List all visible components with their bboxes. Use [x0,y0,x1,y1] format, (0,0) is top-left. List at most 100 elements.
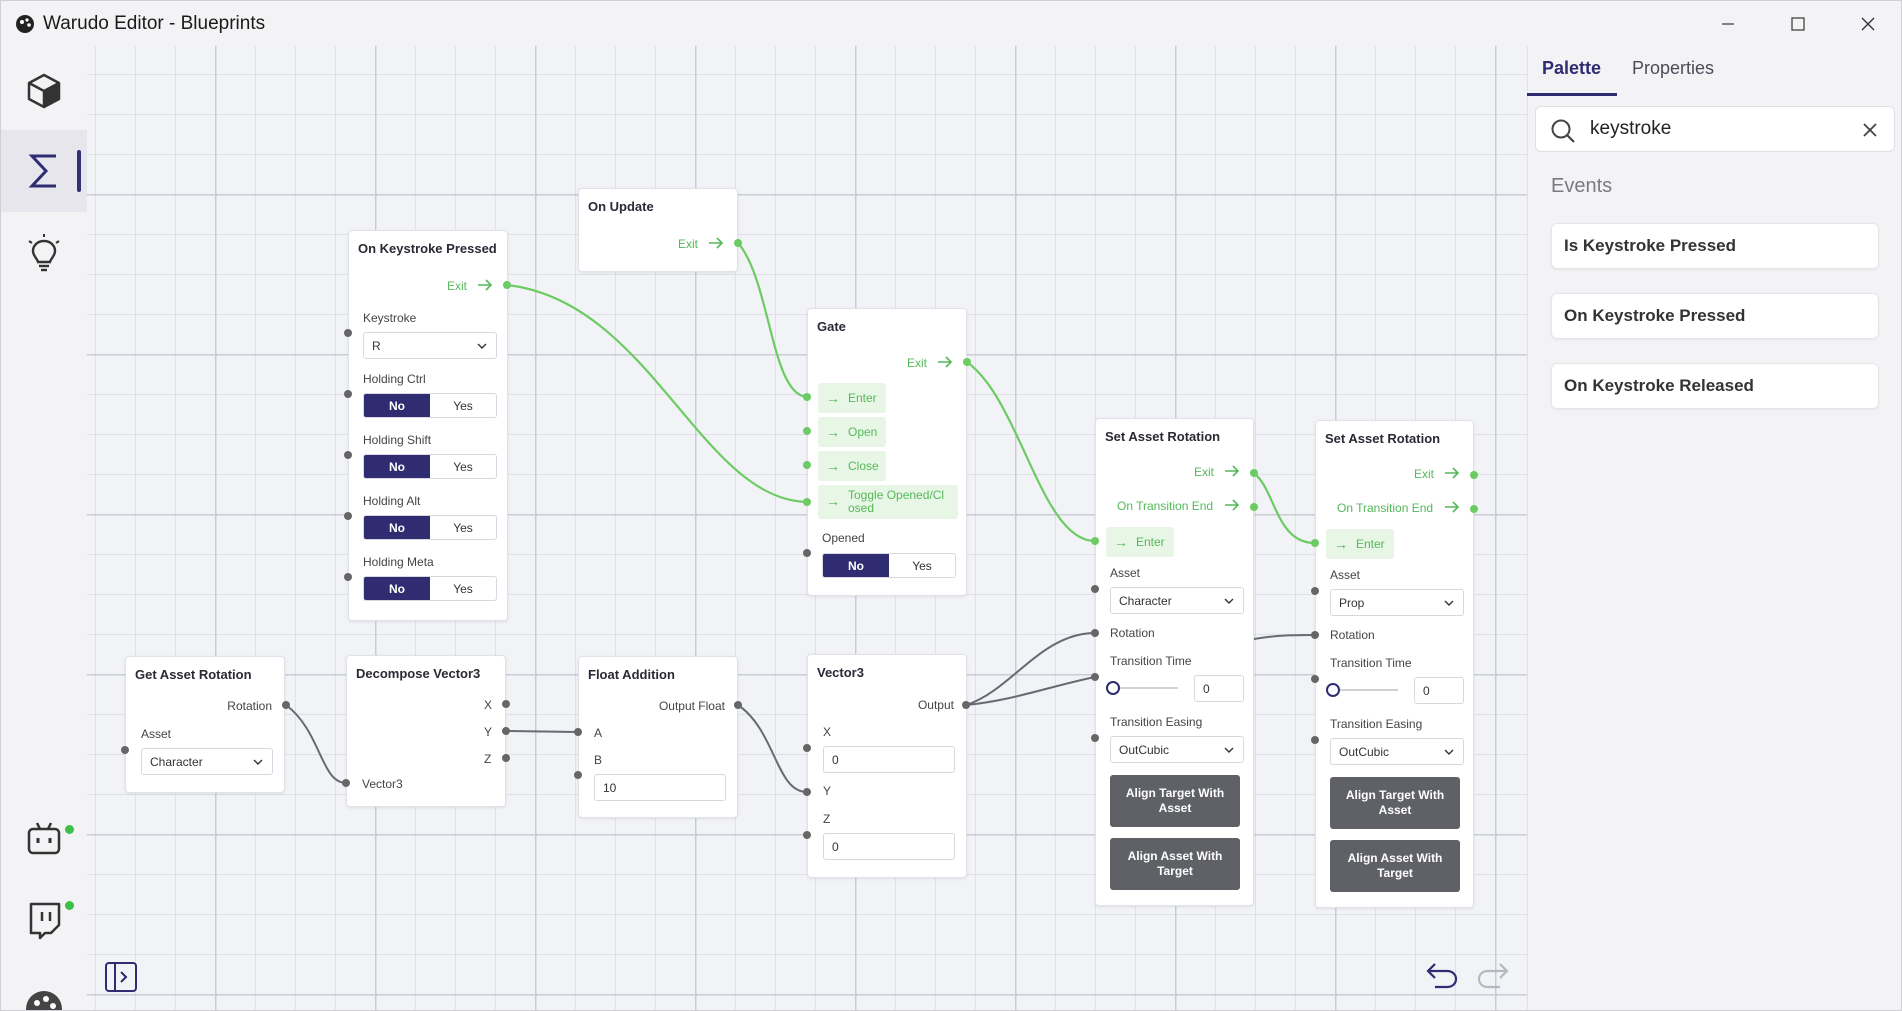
x-input-port[interactable] [803,744,811,752]
transition-time-port[interactable] [1091,673,1099,681]
toggle-flow[interactable]: →Toggle Opened/Cl osed [818,485,958,519]
asset-select[interactable]: Character [141,748,273,775]
transition-time-input[interactable]: 0 [1414,677,1464,704]
open-port[interactable] [803,427,811,435]
vector3-input-port[interactable] [342,779,350,787]
holding-alt-toggle[interactable]: No Yes [363,515,497,540]
node-on-keystroke-pressed[interactable]: On Keystroke Pressed Exit Keystroke R Ho… [348,230,508,621]
x-output-port[interactable] [502,700,510,708]
b-input-port[interactable] [574,771,582,779]
toggle-yes[interactable]: Yes [453,581,473,596]
slider-knob[interactable] [1106,681,1120,695]
transition-end-port[interactable] [1470,505,1478,513]
undo-button[interactable] [1425,960,1459,990]
opened-port[interactable] [803,549,811,557]
palette-item-on-keystroke-pressed[interactable]: On Keystroke Pressed [1551,293,1879,339]
easing-select[interactable]: OutCubic [1110,736,1244,763]
transition-time-slider[interactable] [1326,683,1402,697]
align-target-with-asset-button[interactable]: Align Target With Asset [1330,777,1460,829]
asset-select[interactable]: Prop [1330,589,1464,616]
b-value-input[interactable]: 10 [594,774,726,801]
holding-shift-toggle[interactable]: No Yes [363,454,497,479]
alt-port[interactable] [344,512,352,520]
rotation-port[interactable] [1311,631,1319,639]
asset-port[interactable] [121,746,129,754]
asset-select[interactable]: Character [1110,587,1244,614]
toggle-yes[interactable]: Yes [453,459,473,474]
node-set-asset-rotation[interactable]: Set Asset Rotation Exit On Transition En… [1095,418,1254,906]
asset-port[interactable] [1311,587,1319,595]
node-vector3[interactable]: Vector3 Output X 0 Y Z 0 [807,654,967,878]
easing-port[interactable] [1091,734,1099,742]
tab-properties[interactable]: Properties [1632,58,1715,78]
toggle-no[interactable]: No [823,554,889,577]
minimize-button[interactable] [1693,1,1763,46]
rotation-port[interactable] [1091,629,1099,637]
y-output-port[interactable] [502,727,510,735]
node-on-update[interactable]: On Update Exit [578,188,738,272]
keystroke-port[interactable] [344,329,352,337]
sidebar-item-bot[interactable] [1,798,87,880]
toggle-no[interactable]: No [364,455,430,478]
exit-port[interactable] [1250,469,1258,477]
enter-flow[interactable]: →Enter [818,383,886,413]
transition-time-port[interactable] [1311,675,1319,683]
slider-knob[interactable] [1326,683,1340,697]
tab-palette[interactable]: Palette [1542,58,1602,78]
output-port[interactable] [962,701,970,709]
sidebar-item-blueprints[interactable] [1,130,87,212]
toggle-no[interactable]: No [364,516,430,539]
rotation-output-port[interactable] [282,701,290,709]
z-input-port[interactable] [803,831,811,839]
keystroke-select[interactable]: R [363,332,497,359]
meta-port[interactable] [344,573,352,581]
exit-port[interactable] [1470,471,1478,479]
enter-port[interactable] [1091,537,1099,545]
enter-flow[interactable]: →Enter [1326,529,1394,559]
toggle-yes[interactable]: Yes [912,558,932,573]
z-output-port[interactable] [502,754,510,762]
node-gate[interactable]: Gate Exit →Enter →Open →Close →Toggle Op… [807,308,967,596]
easing-select[interactable]: OutCubic [1330,738,1464,765]
shift-port[interactable] [344,451,352,459]
easing-port[interactable] [1311,736,1319,744]
palette-item-is-keystroke-pressed[interactable]: Is Keystroke Pressed [1551,223,1879,269]
close-flow[interactable]: →Close [818,451,886,481]
toggle-no[interactable]: No [364,394,430,417]
palette-search-box[interactable]: keystroke [1535,106,1895,152]
node-set-asset-rotation[interactable]: Set Asset Rotation Exit On Transition En… [1315,420,1474,908]
node-decompose-vector3[interactable]: Decompose Vector3 X Y Z Vector3 [346,655,506,807]
y-input-port[interactable] [803,788,811,796]
palette-item-on-keystroke-released[interactable]: On Keystroke Released [1551,363,1879,409]
toggle-yes[interactable]: Yes [453,398,473,413]
exit-port[interactable] [734,239,742,247]
toggle-no[interactable]: No [364,577,430,600]
holding-meta-toggle[interactable]: No Yes [363,576,497,601]
output-float-port[interactable] [734,701,742,709]
align-asset-with-target-button[interactable]: Align Asset With Target [1330,840,1460,892]
x-value-input[interactable]: 0 [823,746,955,773]
z-value-input[interactable]: 0 [823,833,955,860]
toggle-yes[interactable]: Yes [453,520,473,535]
maximize-button[interactable] [1763,1,1833,46]
align-target-with-asset-button[interactable]: Align Target With Asset [1110,775,1240,827]
a-input-port[interactable] [574,728,582,736]
redo-button[interactable] [1476,960,1510,990]
transition-end-port[interactable] [1250,503,1258,511]
sidebar-item-settings[interactable] [1,968,87,1010]
exit-port[interactable] [503,281,511,289]
enter-flow[interactable]: →Enter [1106,527,1174,557]
transition-time-input[interactable]: 0 [1194,675,1244,702]
clear-search-icon[interactable] [1862,122,1878,138]
exit-port[interactable] [963,358,971,366]
close-window-button[interactable] [1833,1,1901,46]
align-asset-with-target-button[interactable]: Align Asset With Target [1110,838,1240,890]
sidebar-item-scene[interactable] [1,50,87,132]
ctrl-port[interactable] [344,390,352,398]
toggle-sidebar-button[interactable] [104,960,138,994]
node-get-asset-rotation[interactable]: Get Asset Rotation Rotation Asset Charac… [125,656,285,793]
search-input[interactable]: keystroke [1590,118,1672,139]
holding-ctrl-toggle[interactable]: No Yes [363,393,497,418]
sidebar-item-twitch[interactable] [1,880,87,962]
close-port[interactable] [803,461,811,469]
